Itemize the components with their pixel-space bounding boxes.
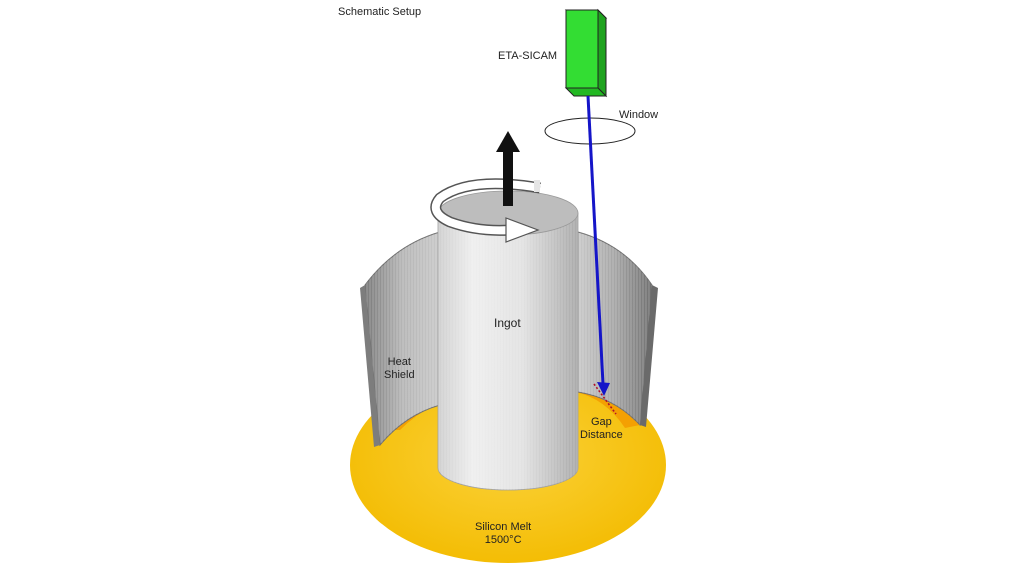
heat-shield-right-edge <box>640 285 658 427</box>
gap-distance-label-line2: Distance <box>580 429 623 441</box>
heat-shield-left-edge <box>360 285 380 447</box>
heat-shield-left-texture <box>365 232 440 445</box>
heat-shield-label: Heat Shield <box>384 356 415 382</box>
ingot-texture <box>438 213 578 490</box>
gap-distance-label-line1: Gap <box>591 416 612 428</box>
camera-label: ETA-SICAM <box>498 50 558 62</box>
silicon-melt-label: Silicon Melt 1500°C <box>475 521 531 547</box>
gap-distance-label: Gap Distance <box>580 416 623 442</box>
rotation-arrow-icon <box>430 178 541 243</box>
heat-shield-label-line2: Shield <box>384 369 415 381</box>
measurement-beam <box>586 95 610 396</box>
window-label: Window <box>619 109 659 121</box>
silicon-melt-label-line1: Silicon Melt <box>475 521 532 533</box>
silicon-melt-label-line2: 1500°C <box>484 534 522 546</box>
heat-shield-label-line1: Heat <box>387 356 411 368</box>
ingot-label: Ingot <box>494 316 521 330</box>
camera-eta-sicam <box>564 8 608 98</box>
diagram-title: Schematic Setup <box>338 6 422 18</box>
arrow-up-icon <box>496 131 520 206</box>
